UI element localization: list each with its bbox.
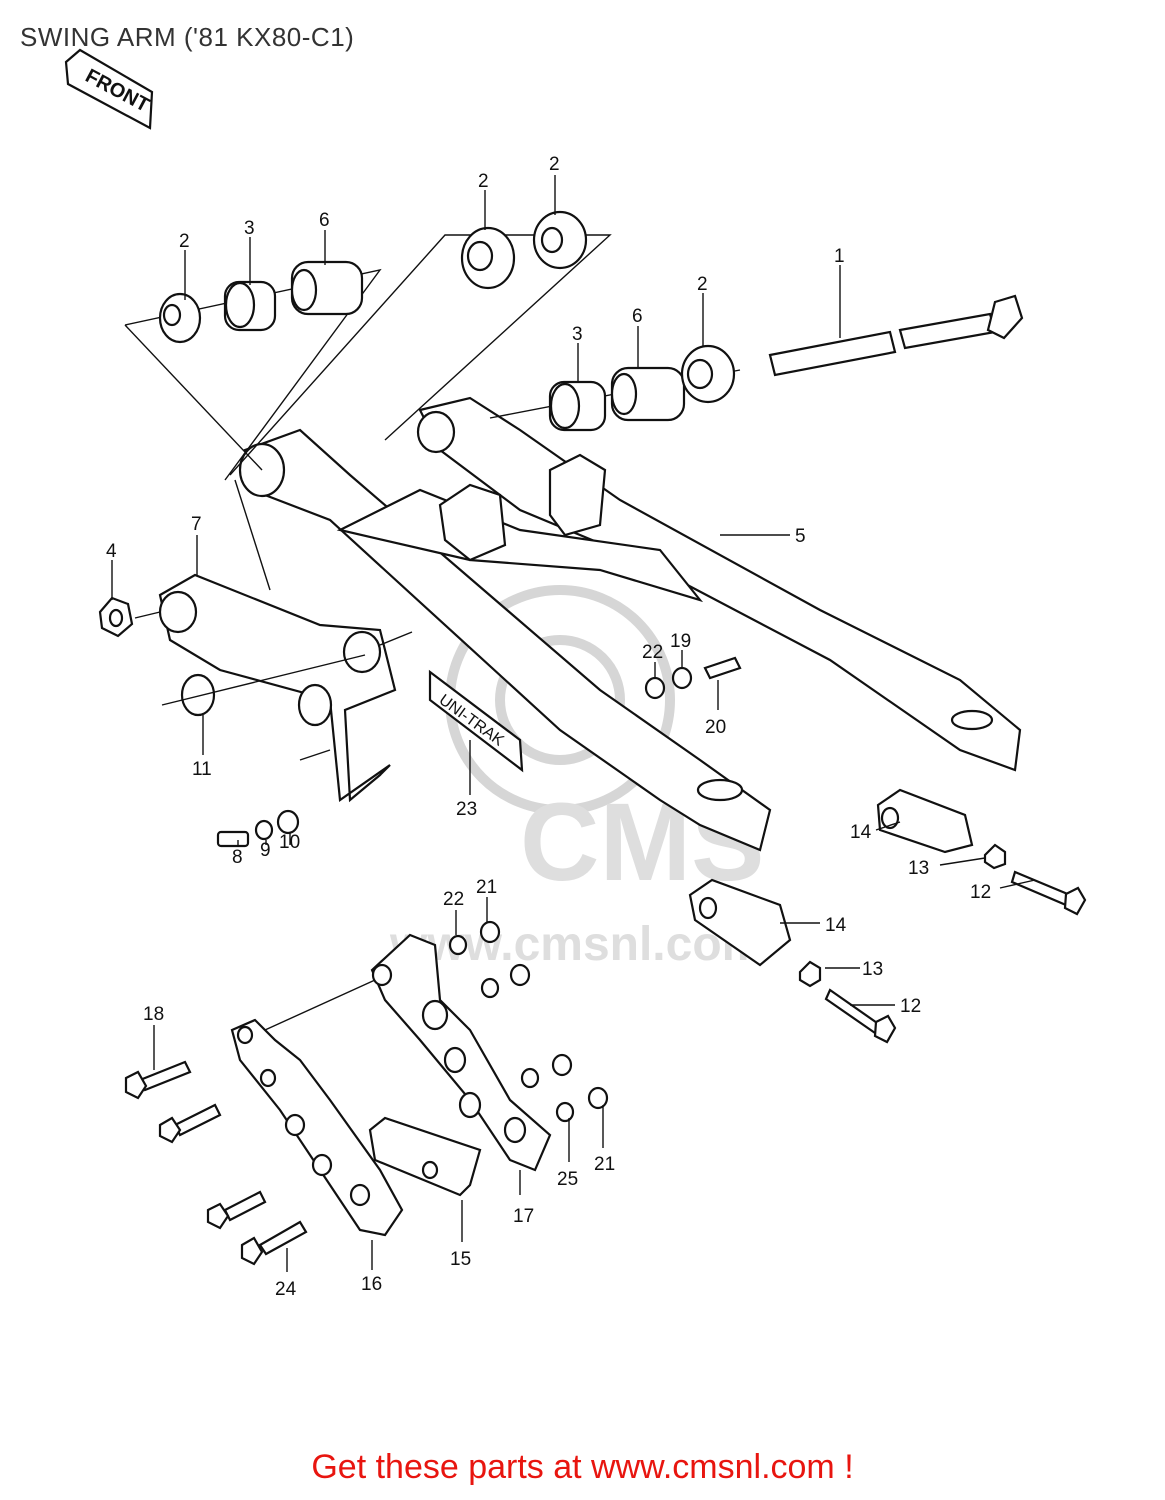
callout-16: 16 [361, 1274, 382, 1295]
upper-pivot-parts [229, 210, 612, 476]
callout-12: 12 [970, 882, 991, 903]
callout-13: 13 [908, 858, 929, 879]
callout-7: 7 [191, 514, 202, 535]
bolts-left [124, 1060, 308, 1266]
callout-14: 14 [850, 822, 872, 843]
callout-13: 13 [862, 959, 883, 980]
callout-20: 20 [705, 717, 726, 738]
callout-2: 2 [697, 274, 708, 295]
callout-17: 17 [513, 1206, 534, 1227]
callout-6: 6 [319, 210, 330, 231]
callout-2: 2 [549, 154, 560, 175]
callout-21: 21 [476, 877, 497, 898]
chain-guide-block [368, 1116, 482, 1197]
callout-11: 11 [192, 759, 212, 780]
callout-5: 5 [795, 526, 806, 547]
callout-19: 19 [670, 631, 691, 652]
page-title: SWING ARM ('81 KX80-C1) [20, 22, 355, 52]
callout-25: 25 [557, 1169, 578, 1190]
chain-adjuster-lower [688, 878, 897, 1044]
callout-21: 21 [594, 1154, 615, 1175]
callout-labels: 1 2 2 2 2 3 3 4 5 6 6 7 8 9 10 11 12 12 … [106, 154, 991, 1300]
callout-24: 24 [275, 1279, 297, 1300]
callout-9: 9 [260, 840, 271, 861]
callout-2: 2 [478, 171, 489, 192]
leader-lines [111, 175, 1036, 1272]
get-parts-link[interactable]: Get these parts at www.cmsnl.com ! [311, 1448, 854, 1486]
callout-14: 14 [825, 915, 847, 936]
callout-1: 1 [834, 246, 845, 267]
chain-adjuster-upper [876, 788, 1087, 916]
chain-guide-plate [230, 979, 404, 1237]
callout-3: 3 [572, 324, 583, 345]
right-pivot-parts [489, 294, 1024, 432]
callout-4: 4 [106, 541, 117, 562]
callout-8: 8 [232, 847, 243, 868]
callout-22: 22 [443, 889, 464, 910]
callout-6: 6 [632, 306, 643, 327]
small-hardware-upper [644, 656, 742, 700]
callout-23: 23 [456, 799, 477, 820]
callout-22: 22 [642, 642, 663, 663]
callout-15: 15 [450, 1249, 471, 1270]
front-arrow: FRONT [64, 48, 154, 130]
swing-arm-diagram: CMS www.cmsnl.com FRONT [64, 48, 1087, 1300]
left-side-plate [98, 479, 413, 848]
callout-10: 10 [279, 832, 300, 853]
callout-2: 2 [179, 231, 190, 252]
callout-12: 12 [900, 996, 921, 1017]
callout-18: 18 [143, 1004, 164, 1025]
callout-3: 3 [244, 218, 255, 239]
chain-guide-rear [370, 920, 609, 1172]
